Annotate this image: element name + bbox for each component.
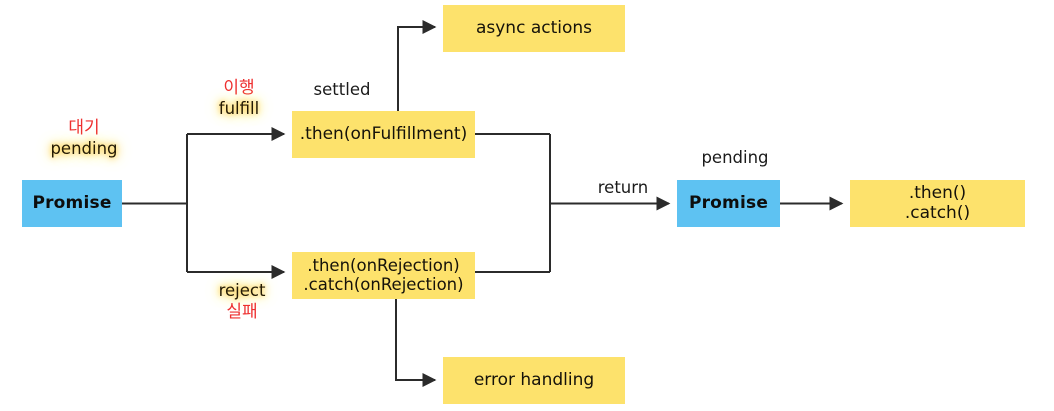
caption-reject-ko: 실패 [226,301,258,322]
node-async-actions-label: async actions [475,17,593,38]
wire-to-async-actions [397,20,437,111]
caption-pending-start-ko: 대기 [68,118,100,138]
node-then-catch[interactable]: .then() .catch() [850,180,1025,227]
node-then-onfulfillment[interactable]: .then(onFulfillment) [292,111,475,158]
caption-fulfill-en: fulfill [218,99,260,119]
caption-pending-returned: pending [701,148,769,167]
caption-fulfill: 이행 fulfill [193,78,285,119]
node-then-onfulfillment-label: .then(onFulfillment) [299,123,468,144]
node-promise-returned[interactable]: Promise [677,180,780,227]
caption-return: return [597,178,649,197]
caption-pending-start: 대기 pending [30,118,138,159]
caption-settled: settled [313,80,371,99]
wire-to-error-handling [395,299,437,387]
caption-fulfill-ko: 이행 [223,78,255,98]
node-promise-start[interactable]: Promise [22,180,122,227]
node-error-handling[interactable]: error handling [443,357,625,404]
node-promise-returned-label: Promise [688,192,769,213]
node-promise-start-label: Promise [32,192,112,213]
node-then-onrejection-label: .then(onRejection) [307,256,460,276]
node-error-handling-label: error handling [473,369,595,390]
caption-reject: reject 실패 [196,281,288,322]
node-then-catch-onrejection[interactable]: .then(onRejection) .catch(onRejection) [292,252,475,299]
caption-pending-start-en: pending [50,139,118,159]
node-catch-onrejection-label: .catch(onRejection) [303,274,464,294]
caption-reject-en: reject [218,281,266,300]
node-then-label: .then() [908,183,967,204]
node-catch-label: .catch() [904,202,971,223]
node-async-actions[interactable]: async actions [443,5,625,52]
